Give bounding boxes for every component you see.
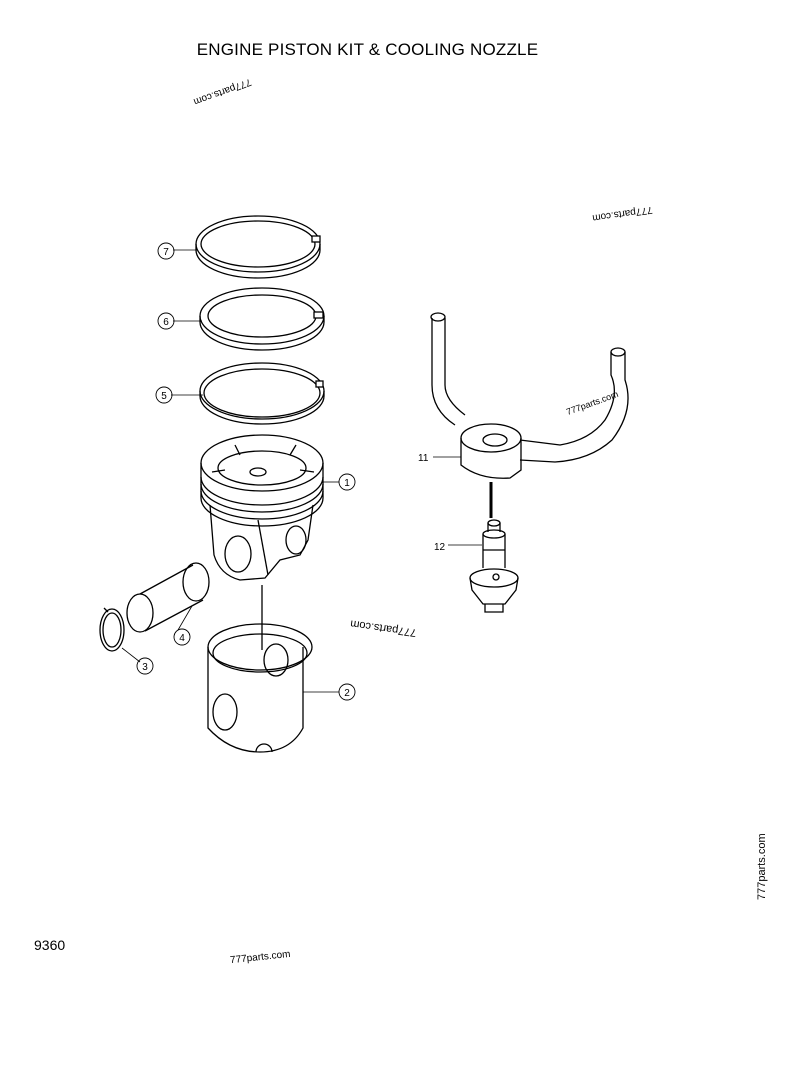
svg-text:5: 5 xyxy=(161,391,167,402)
svg-text:3: 3 xyxy=(142,662,148,673)
callout-3: 3 xyxy=(136,657,154,675)
callout-6: 6 xyxy=(157,312,175,330)
callout-leaders xyxy=(121,249,482,693)
svg-text:1: 1 xyxy=(344,478,350,489)
callout-12: 12 xyxy=(434,542,446,553)
svg-text:7: 7 xyxy=(163,247,169,258)
svg-text:4: 4 xyxy=(179,633,185,644)
page-code: 9360 xyxy=(34,937,66,953)
svg-text:11: 11 xyxy=(418,453,429,464)
piston-ring-top xyxy=(195,215,321,279)
piston-pin xyxy=(126,562,210,633)
callout-11: 11 xyxy=(418,453,429,464)
diagram-title: ENGINE PISTON KIT & COOLING NOZZLE xyxy=(196,40,539,59)
oil-ring xyxy=(199,362,325,425)
callout-4: 4 xyxy=(173,628,191,646)
nozzle-valve xyxy=(469,519,519,613)
callout-7: 7 xyxy=(157,242,175,260)
callout-2: 2 xyxy=(338,683,356,701)
piston-crown xyxy=(200,434,324,581)
svg-text:6: 6 xyxy=(163,317,169,328)
piston-ring-second xyxy=(199,287,325,351)
svg-text:2: 2 xyxy=(344,688,350,699)
callout-1: 1 xyxy=(338,473,356,491)
piston-skirt xyxy=(207,585,313,753)
callout-5: 5 xyxy=(155,386,173,404)
svg-text:12: 12 xyxy=(434,542,446,553)
snap-ring xyxy=(99,607,125,652)
cooling-nozzle xyxy=(430,312,629,518)
